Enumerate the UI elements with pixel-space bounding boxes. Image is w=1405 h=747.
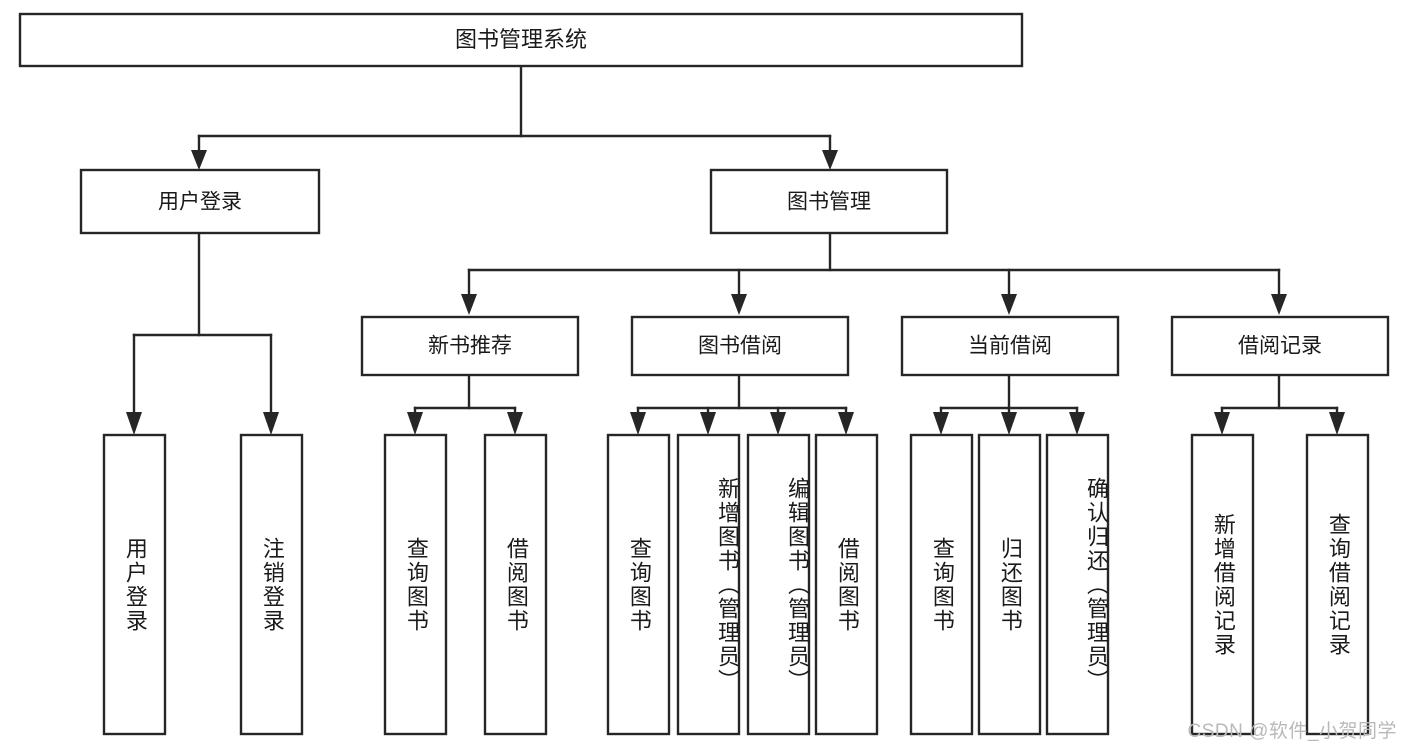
arrow-head-leaf-query-book-1 [407,412,423,435]
node-leaf-edit-book[interactable] [746,433,811,736]
arrow-head-leaf-borrow-book-1 [507,412,523,435]
arrow-head-current-borrow [1001,294,1017,315]
arrow-head-book-mgmt [822,150,838,170]
watermark-credit: CSDN @软件_小贺同学 [1187,721,1397,742]
node-user-login[interactable] [79,168,321,235]
arrow-head-leaf-add-book [700,412,716,435]
node-leaf-add-borrow-record[interactable] [1190,433,1255,736]
node-borrow-record[interactable] [1170,315,1390,377]
node-user-login-label: 用户登录 [158,191,242,214]
node-leaf-query-book-bb[interactable] [606,433,671,736]
arrow-head-leaf-logout [263,412,279,435]
node-leaf-query-book-cb[interactable] [909,433,974,736]
arrow-head-new-book [461,294,477,315]
arrow-head-leaf-add-record [1214,412,1230,435]
node-leaf-query-book-nb[interactable] [383,433,448,736]
arrow-head-borrow-record [1271,294,1287,315]
node-new-book-recommend-label: 新书推荐 [428,335,512,358]
node-root-label: 图书管理系统 [455,27,587,52]
node-book-management-label: 图书管理 [787,191,871,214]
node-leaf-borrow-book-bb[interactable] [814,433,879,736]
arrow-head-book-borrow [731,294,747,315]
arrow-head-user-login [191,150,207,170]
node-leaf-query-borrow-record[interactable] [1305,433,1370,736]
node-leaf-return-book[interactable] [977,433,1042,736]
connector-layer [126,64,1345,435]
arrow-head-leaf-return-book [1001,412,1017,435]
arrow-head-leaf-confirm-return [1069,412,1085,435]
node-leaf-confirm-return[interactable] [1045,433,1110,736]
node-leaf-user-login[interactable] [102,433,167,736]
node-current-borrow-label: 当前借阅 [968,335,1052,358]
arrow-head-leaf-user-login [126,412,142,435]
node-leaf-logout[interactable] [239,433,304,736]
arrow-head-leaf-edit-book [770,412,786,435]
node-book-borrow-label: 图书借阅 [698,335,782,358]
node-leaf-add-book[interactable] [676,433,741,736]
arrow-head-leaf-query-book-2 [630,412,646,435]
node-borrow-record-label: 借阅记录 [1238,335,1322,358]
arrow-head-leaf-query-book-3 [933,412,949,435]
node-book-borrow[interactable] [630,315,850,377]
node-leaf-borrow-book-nb[interactable] [483,433,548,736]
node-current-borrow[interactable] [900,315,1120,377]
node-layer: 图书管理系统 用户登录 图书管理 新书推荐 图书借阅 当前借阅 借阅记录 [18,12,1390,736]
node-new-book-recommend[interactable] [360,315,580,377]
node-book-management[interactable] [709,168,949,235]
arrow-head-leaf-borrow-book-2 [838,412,854,435]
arrow-head-leaf-query-record [1329,412,1345,435]
node-root-book-management-system[interactable] [18,12,1024,68]
